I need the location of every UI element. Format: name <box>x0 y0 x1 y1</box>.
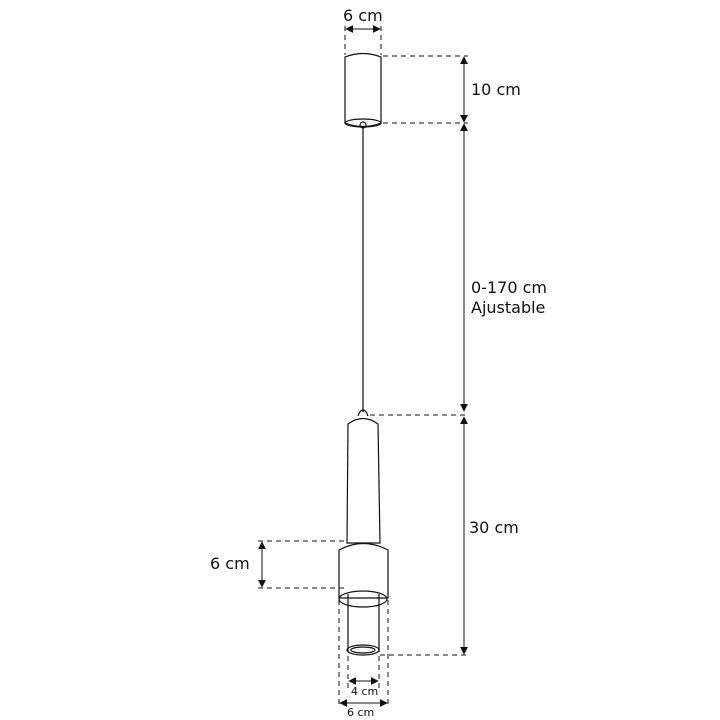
canopy-width-label: 6 cm <box>343 6 383 25</box>
inner-diameter-label: 4 cm <box>351 685 379 698</box>
cable-length-note: Ajustable <box>471 298 546 317</box>
body-length-label: 30 cm <box>469 518 519 537</box>
canopy <box>344 52 382 129</box>
lens <box>346 644 380 656</box>
canopy-height-label: 10 cm <box>471 80 521 99</box>
outer-ring <box>338 542 389 608</box>
cable-length-value: 0-170 cm <box>471 278 547 297</box>
inner-tube <box>346 594 380 656</box>
cable-length-label: 0-170 cm Ajustable <box>471 278 547 318</box>
lamp-body <box>346 409 381 544</box>
outer-diameter-label: 6 cm <box>347 706 375 719</box>
ring-height-label: 6 cm <box>210 554 250 573</box>
dimension-lines <box>258 25 468 708</box>
